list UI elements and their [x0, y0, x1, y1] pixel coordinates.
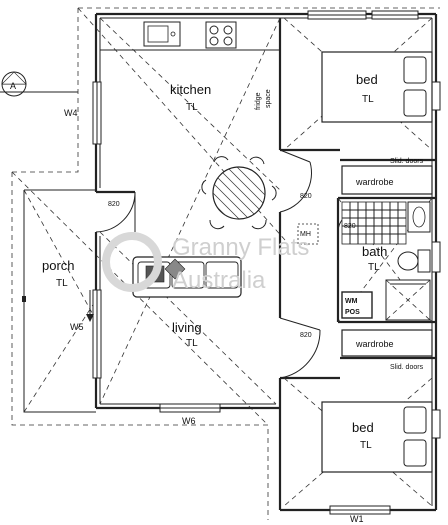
- room-bed-top-name: bed: [356, 72, 378, 87]
- wardrobe-bottom-label: wardrobe: [355, 339, 394, 349]
- fridge-label-2: space: [265, 89, 272, 108]
- door-bed-bottom: [279, 317, 321, 379]
- door-bed-bottom-size: 820: [300, 332, 312, 339]
- shower-recess: [385, 279, 431, 321]
- wm-label: WM: [345, 298, 358, 305]
- window-w1-label: W1: [350, 514, 364, 524]
- room-kitchen-finish: TL: [186, 102, 198, 113]
- cooktop-icon: [205, 21, 237, 49]
- bed-top-icon: [321, 51, 433, 123]
- room-porch-name: porch: [42, 258, 75, 273]
- room-kitchen-name: kitchen: [170, 82, 211, 97]
- laundry-wm-box: [341, 291, 373, 319]
- window-right-bath: [431, 241, 441, 273]
- room-bath-finish: TL: [368, 262, 380, 273]
- room-living-name: living: [172, 320, 202, 335]
- room-bed-bottom-finish: TL: [360, 440, 372, 451]
- wardrobe-top-unit: [341, 165, 433, 195]
- door-kitchen-porch: [95, 191, 136, 233]
- wardrobe-top-label: wardrobe: [355, 177, 394, 187]
- dining-table-icon: [201, 156, 277, 230]
- window-w1: [329, 505, 391, 515]
- window-w4: [92, 81, 102, 145]
- window-w6-label: W6: [182, 416, 196, 426]
- toilet-icon: [397, 249, 431, 273]
- section-marker-icon: A: [0, 71, 78, 97]
- door-bed-top-size: 820: [300, 193, 312, 200]
- vanity-icon: [407, 201, 431, 233]
- section-marker-label: A: [10, 81, 16, 91]
- shower-tiles: [341, 201, 407, 245]
- manhole-box: [297, 223, 319, 245]
- window-w5-label: W5: [70, 322, 84, 332]
- door-bath-size: 820: [344, 223, 356, 230]
- roof-outline: [11, 7, 440, 520]
- door-bed-top: [279, 149, 313, 213]
- window-right-upper: [431, 81, 441, 111]
- kitchen-bench: [100, 21, 280, 51]
- window-w6: [159, 403, 221, 413]
- arrow-down-icon: [86, 290, 94, 322]
- window-top-kitchen: [307, 10, 419, 20]
- manhole-label: MH: [300, 231, 311, 238]
- slid-doors-bottom-label: Slid. doors: [390, 364, 424, 371]
- window-right-lower: [431, 409, 441, 439]
- watermark-line1: Granny Flats: [172, 234, 309, 261]
- slid-doors-top-label: Slid. doors: [390, 158, 424, 165]
- room-bath-name: bath: [362, 244, 387, 259]
- porch-area: [22, 189, 97, 413]
- door-kitchen-size: 820: [108, 201, 120, 208]
- room-living-finish: TL: [186, 338, 198, 349]
- window-w4-label: W4: [64, 108, 78, 118]
- wardrobe-bottom-unit: [341, 329, 433, 357]
- watermark-line2: Australia: [172, 267, 266, 294]
- room-bed-top-finish: TL: [362, 94, 374, 105]
- room-bed-bottom-name: bed: [352, 420, 374, 435]
- pos-label: POS: [345, 309, 360, 316]
- window-w5: [92, 289, 102, 379]
- fridge-label-1: fridge: [255, 92, 262, 110]
- bed-bottom-icon: [321, 401, 433, 473]
- room-porch-finish: TL: [56, 278, 68, 289]
- watermark: Granny Flats Australia: [102, 232, 309, 294]
